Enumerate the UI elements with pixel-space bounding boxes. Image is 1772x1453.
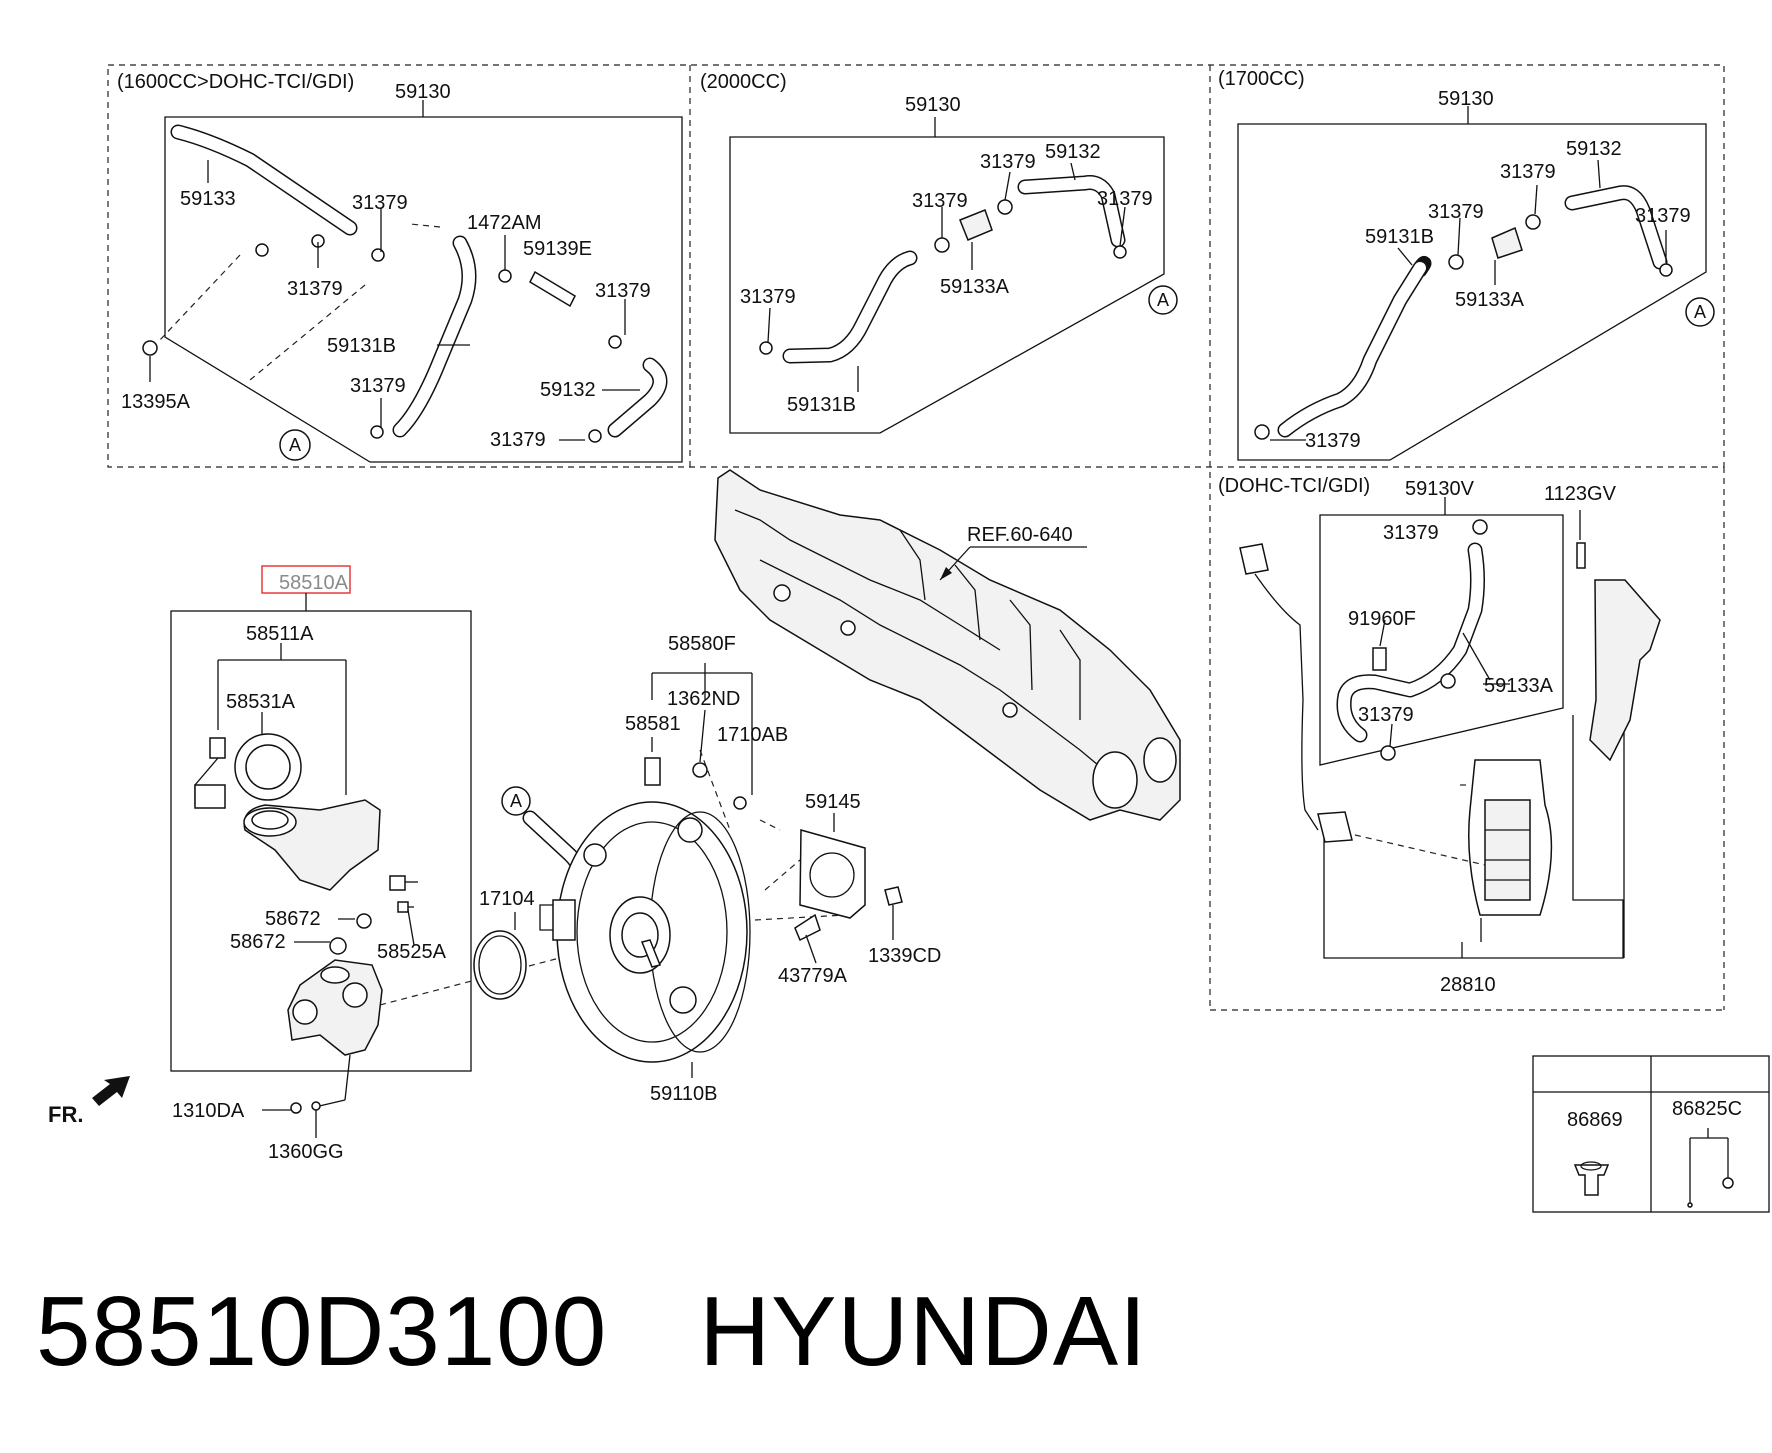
label-59133: 59133 — [180, 188, 236, 210]
label-17104: 17104 — [479, 888, 535, 910]
label-31379: 31379 — [1500, 161, 1556, 183]
cowl-panel — [714, 469, 1181, 821]
label-58511a: 58511A — [246, 623, 314, 645]
label-59139e: 59139E — [523, 238, 592, 260]
label-1310da: 1310DA — [172, 1100, 245, 1122]
circle-marker-a-2: A — [1157, 290, 1169, 310]
circle-marker-a-4: A — [510, 791, 522, 811]
footer-part-caption: 58510D3100 HYUNDAI — [36, 1275, 1147, 1388]
legend-part-86869: 86869 — [1567, 1109, 1623, 1131]
master-cylinder-group — [170, 565, 591, 1138]
label-1710ab: 1710AB — [717, 724, 788, 746]
label-59110b: 59110B — [650, 1083, 717, 1105]
label-31379: 31379 — [980, 151, 1036, 173]
label-31379: 31379 — [1097, 188, 1153, 210]
label-31379: 31379 — [1383, 522, 1439, 544]
circle-marker — [501, 786, 531, 816]
brake-booster-group: A — [473, 663, 903, 1078]
label-58672: 58672 — [265, 908, 321, 930]
label-59131b: 59131B — [1365, 226, 1434, 248]
label-58510a-highlighted: 58510A — [279, 572, 349, 594]
label-58581: 58581 — [625, 713, 681, 735]
label-59130: 59130 — [1438, 88, 1494, 110]
circle-marker-a-3: A — [1694, 302, 1706, 322]
label-31379: 31379 — [912, 190, 968, 212]
section-dohc — [1239, 497, 1661, 959]
label-31379: 31379 — [350, 375, 406, 397]
section-title-1700cc: (1700CC) — [1218, 68, 1305, 90]
label-ref-60-640: REF.60-640 — [967, 524, 1073, 546]
label-59132: 59132 — [1045, 141, 1101, 163]
section-title-2000cc: (2000CC) — [700, 71, 787, 93]
label-59133a: 59133A — [1484, 675, 1554, 697]
label-59130: 59130 — [905, 94, 961, 116]
label-58672: 58672 — [230, 931, 286, 953]
section-title-dohc: (DOHC-TCI/GDI) — [1218, 475, 1370, 497]
front-direction-arrow — [92, 1076, 130, 1106]
section-1700cc: A — [1237, 106, 1715, 461]
label-91960f: 91960F — [1348, 608, 1416, 630]
label-59130v: 59130V — [1405, 478, 1475, 500]
section-2000cc: A — [729, 117, 1178, 434]
label-1362nd: 1362ND — [667, 688, 740, 710]
label-1472am: 1472AM — [467, 212, 542, 234]
label-59145: 59145 — [805, 791, 861, 813]
label-58525a: 58525A — [377, 941, 447, 963]
label-59132: 59132 — [1566, 138, 1622, 160]
label-59131b: 59131B — [787, 394, 856, 416]
label-31379: 31379 — [1358, 704, 1414, 726]
label-59131b: 59131B — [327, 335, 396, 357]
label-1339cd: 1339CD — [868, 945, 941, 967]
label-43779a: 43779A — [778, 965, 848, 987]
label-28810: 28810 — [1440, 974, 1496, 996]
footer-part-number: 58510D3100 — [36, 1276, 608, 1386]
label-31379: 31379 — [595, 280, 651, 302]
label-31379: 31379 — [490, 429, 546, 451]
label-31379: 31379 — [1305, 430, 1361, 452]
label-31379: 31379 — [1635, 205, 1691, 227]
label-59133a: 59133A — [940, 276, 1010, 298]
section-1600cc: A — [142, 100, 683, 463]
label-59132: 59132 — [540, 379, 596, 401]
label-31379: 31379 — [287, 278, 343, 300]
label-1360gg: 1360GG — [268, 1141, 344, 1163]
circle-marker-a-1: A — [289, 435, 301, 455]
label-fr: FR. — [48, 1102, 83, 1127]
top-sections-frame — [107, 64, 1725, 468]
legend-table — [1532, 1055, 1770, 1213]
section-title-1600cc: (1600CC>DOHC-TCI/GDI) — [117, 71, 354, 93]
label-1123gv: 1123GV — [1544, 483, 1617, 505]
footer-brand: HYUNDAI — [699, 1276, 1148, 1386]
label-31379: 31379 — [352, 192, 408, 214]
label-58531a: 58531A — [226, 691, 296, 713]
label-31379: 31379 — [1428, 201, 1484, 223]
label-13395a: 13395A — [121, 391, 191, 413]
label-31379: 31379 — [740, 286, 796, 308]
section-frames — [107, 64, 1725, 1011]
label-58580f: 58580F — [668, 633, 736, 655]
label-59133a: 59133A — [1455, 289, 1525, 311]
legend-part-86825c: 86825C — [1672, 1098, 1742, 1120]
label-59130: 59130 — [395, 81, 451, 103]
